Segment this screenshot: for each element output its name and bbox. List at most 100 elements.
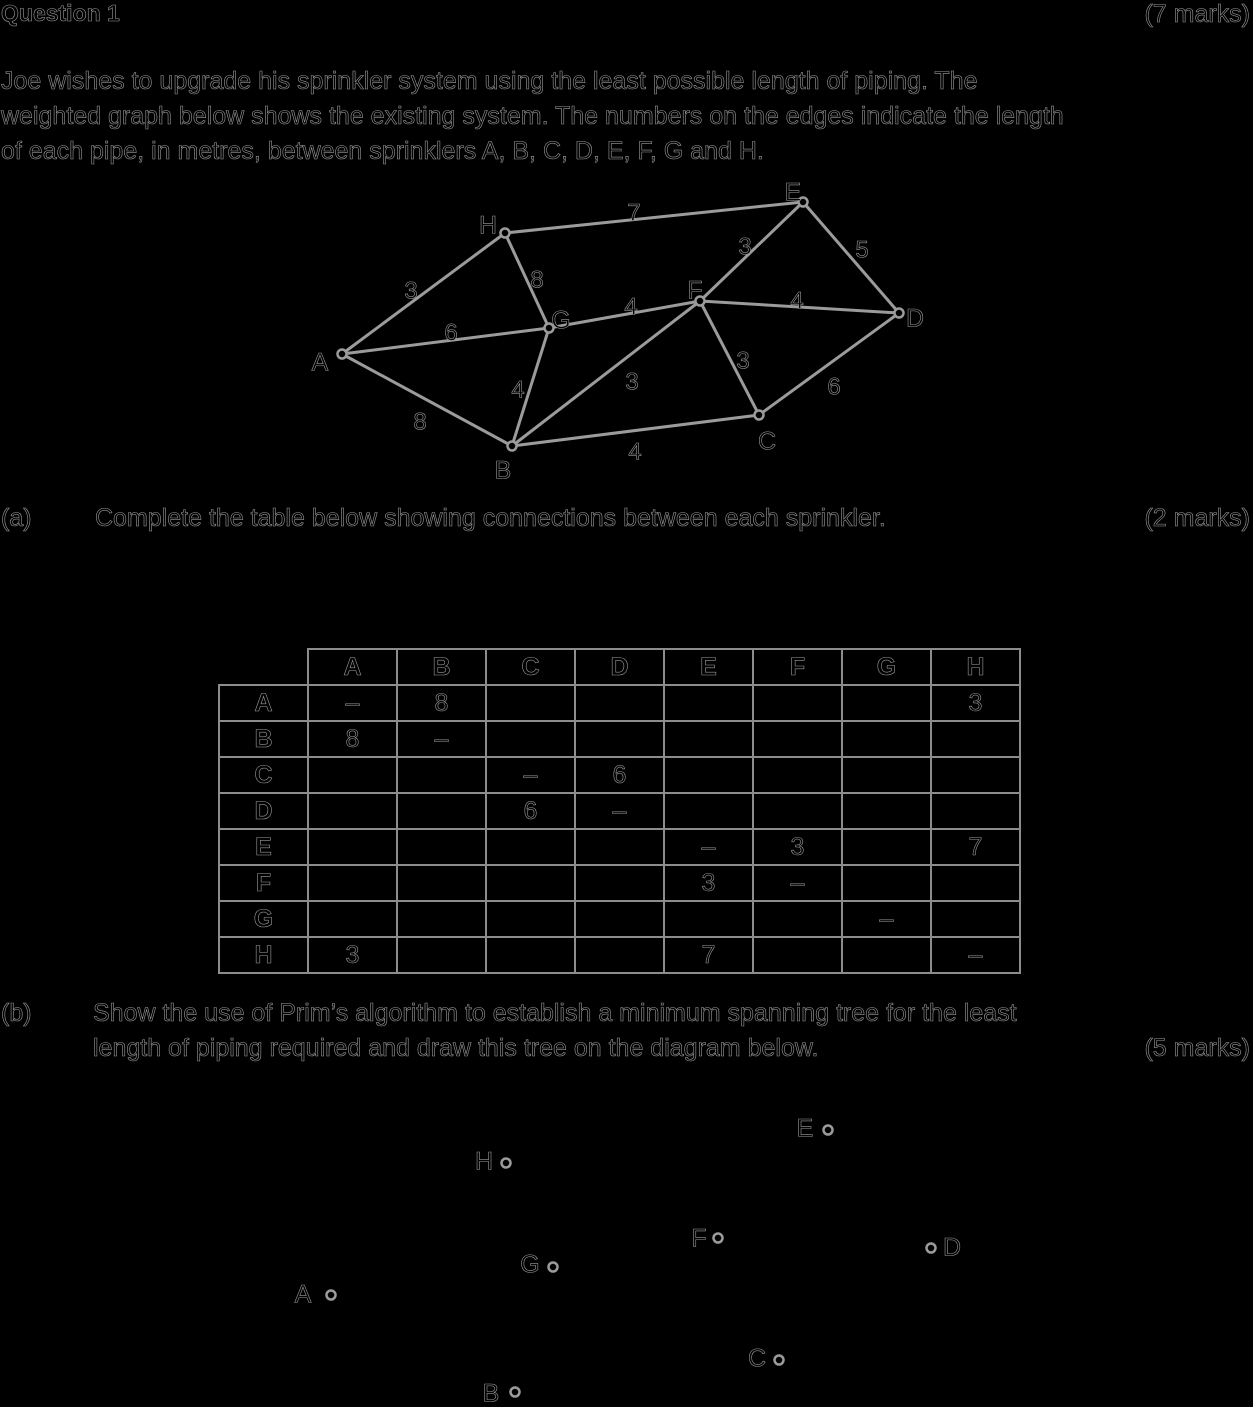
table-cell xyxy=(574,684,665,722)
blank-vertex-e xyxy=(822,1124,834,1136)
vertex-label: H xyxy=(479,212,497,240)
blank-vertex-h xyxy=(500,1157,512,1169)
table-cell xyxy=(307,756,398,794)
table-cell: – xyxy=(574,792,665,830)
edge-weight: 3 xyxy=(404,277,417,304)
table-cell: 8 xyxy=(307,720,398,758)
table-cell xyxy=(841,720,932,758)
table-header-row: A B C D E F G H xyxy=(219,648,1021,686)
table-cell xyxy=(752,684,843,722)
edge-weight: 6 xyxy=(827,373,840,400)
column-header: C xyxy=(485,648,576,686)
table-cell: – xyxy=(663,828,754,866)
edge-b-f xyxy=(511,299,701,448)
table-cell xyxy=(663,792,754,830)
table-cell xyxy=(307,828,398,866)
edge-weight: 4 xyxy=(624,293,637,320)
table-cell: 6 xyxy=(574,756,665,794)
vertex-label: A xyxy=(312,349,329,377)
edge-d-c xyxy=(758,311,900,417)
table-cell xyxy=(841,936,932,974)
vertex-label: B xyxy=(495,457,512,480)
edge-weight: 4 xyxy=(511,376,524,403)
table-cell xyxy=(485,864,576,902)
vertex-h xyxy=(499,227,511,239)
edge-weight: 4 xyxy=(790,287,803,314)
part-b-marks: (5 marks) xyxy=(1144,1034,1250,1062)
table-cell xyxy=(930,720,1021,758)
edge-weight: 6 xyxy=(444,319,457,346)
table-cell xyxy=(307,792,398,830)
part-b-line2: length of piping required and draw this … xyxy=(93,1034,819,1062)
row-header: G xyxy=(218,900,309,938)
blank-vertex-label: H xyxy=(475,1148,493,1176)
part-b-line1: Show the use of Prim’s algorithm to esta… xyxy=(93,999,1017,1027)
blank-vertex-label: E xyxy=(797,1115,814,1143)
table-cell xyxy=(841,756,932,794)
table-cell xyxy=(307,900,398,938)
vertex-label: F xyxy=(687,277,702,305)
table-cell: – xyxy=(752,864,843,902)
table-cell: 3 xyxy=(930,684,1021,722)
table-cell: – xyxy=(485,756,576,794)
edge-weight: 3 xyxy=(736,347,749,374)
edge-a-b xyxy=(341,352,513,448)
table-cell xyxy=(396,756,487,794)
row-header: H xyxy=(218,936,309,974)
table-cell xyxy=(574,720,665,758)
part-a-label: (a) xyxy=(1,504,32,532)
table-cell xyxy=(841,828,932,866)
blank-vertex-g xyxy=(547,1261,559,1273)
table-corner xyxy=(219,649,309,686)
table-cell: 3 xyxy=(307,936,398,974)
table-cell xyxy=(485,684,576,722)
edge-a-g xyxy=(341,326,550,356)
table-cell xyxy=(663,756,754,794)
row-header: E xyxy=(218,828,309,866)
edge-f-e xyxy=(698,200,805,303)
table-row: G– xyxy=(218,900,1021,938)
table-cell xyxy=(663,900,754,938)
table-cell xyxy=(752,792,843,830)
vertex-label: E xyxy=(785,179,802,207)
table-cell: – xyxy=(841,900,932,938)
row-header: D xyxy=(218,792,309,830)
table-cell: 3 xyxy=(663,864,754,902)
table-cell: 7 xyxy=(663,936,754,974)
blank-vertex-label: C xyxy=(748,1345,766,1373)
table-cell xyxy=(396,936,487,974)
edge-g-f xyxy=(548,299,701,330)
table-cell xyxy=(396,900,487,938)
vertex-label: C xyxy=(758,428,776,456)
edge-g-b xyxy=(510,327,551,447)
blank-vertex-a xyxy=(325,1289,337,1301)
table-cell: 7 xyxy=(930,828,1021,866)
column-header: G xyxy=(841,648,932,686)
table-cell xyxy=(752,756,843,794)
table-cell xyxy=(396,864,487,902)
edge-weight: 5 xyxy=(855,236,868,263)
table-cell xyxy=(930,864,1021,902)
table-cell xyxy=(930,900,1021,938)
table-cell xyxy=(752,936,843,974)
question-marks: (7 marks) xyxy=(1144,0,1250,28)
edge-b-c xyxy=(511,413,760,448)
table-cell xyxy=(574,900,665,938)
blank-vertex-label: B xyxy=(483,1380,500,1407)
intro-line: weighted graph below shows the existing … xyxy=(1,102,1064,131)
table-cell: 8 xyxy=(396,684,487,722)
vertex-label: D xyxy=(906,305,924,333)
table-cell: 6 xyxy=(485,792,576,830)
part-b-label: (b) xyxy=(1,999,32,1027)
question-title: Question 1 xyxy=(1,0,120,26)
edge-weight: 7 xyxy=(627,199,640,226)
table-cell xyxy=(396,792,487,830)
table-cell: – xyxy=(396,720,487,758)
blank-vertex-label: G xyxy=(520,1251,539,1279)
question-intro: Joe wishes to upgrade his sprinkler syst… xyxy=(1,64,1253,169)
vertex-f xyxy=(694,295,706,307)
